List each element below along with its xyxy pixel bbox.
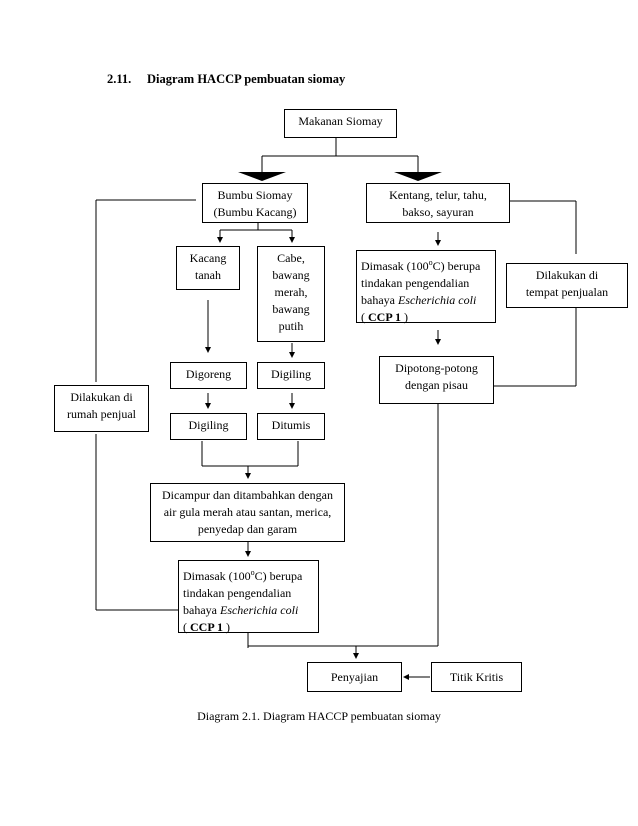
big-arrow-left xyxy=(238,172,286,181)
node-dimasak-ccp-right: Dimasak (100oC) berupa tindakan pengenda… xyxy=(356,250,496,324)
node-titik-kritis: Titik Kritis xyxy=(431,662,522,692)
figure-caption: Diagram 2.1. Diagram HACCP pembuatan sio… xyxy=(197,709,441,723)
node-cabe-bawang: Cabe, bawang merah, bawang putih xyxy=(257,246,325,342)
node-digoreng: Digoreng xyxy=(170,362,247,389)
node-penyajian: Penyajian xyxy=(307,662,402,692)
node-dicampur: Dicampur dan ditambahkan dengan air gula… xyxy=(150,483,345,542)
section-heading: 2.11. Diagram HACCP pembuatan siomay xyxy=(107,72,345,87)
node-bumbu-siomay: Bumbu Siomay (Bumbu Kacang) xyxy=(202,183,308,223)
node-ditumis: Ditumis xyxy=(257,413,325,440)
section-title: Diagram HACCP pembuatan siomay xyxy=(147,72,346,86)
node-kacang-tanah: Kacang tanah xyxy=(176,246,240,290)
node-dipotong: Dipotong-potong dengan pisau xyxy=(379,356,494,404)
node-makanan-siomay: Makanan Siomay xyxy=(284,109,397,138)
node-digiling-bottom: Digiling xyxy=(170,413,247,440)
node-dilakukan-rumah-penjual: Dilakukan di rumah penjual xyxy=(54,385,149,432)
node-digiling-top: Digiling xyxy=(257,362,325,389)
node-dimasak-ccp-left: Dimasak (100oC) berupa tindakan pengenda… xyxy=(178,560,319,634)
node-dilakukan-tempat-penjualan: Dilakukan di tempat penjualan xyxy=(506,263,628,308)
section-number: 2.11. xyxy=(107,72,132,86)
node-kentang: Kentang, telur, tahu, bakso, sayuran xyxy=(366,183,510,223)
big-arrow-right xyxy=(394,172,442,181)
